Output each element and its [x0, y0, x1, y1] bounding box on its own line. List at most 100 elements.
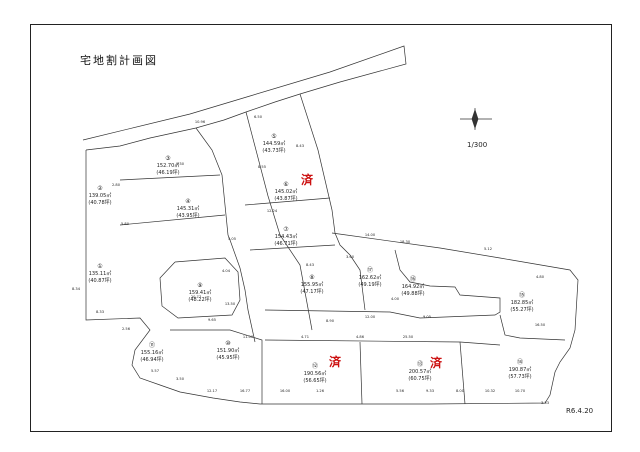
lot-no: ⑫	[312, 362, 318, 370]
dimension-label: 4.80	[536, 275, 545, 279]
lot-area-tsubo: (49.88坪)	[401, 290, 424, 297]
lot-no: ③	[165, 155, 170, 162]
lot-area-tsubo: (60.75坪)	[408, 375, 431, 382]
dimension-label: 6.50	[254, 115, 263, 119]
lot-area-m2: 139.05㎡	[89, 192, 112, 199]
lot-split-2	[119, 214, 226, 226]
lot-split-3	[244, 197, 331, 206]
lot-area-m2: 135.11㎡	[89, 270, 112, 277]
lot-area-tsubo: (46.94坪)	[140, 356, 163, 363]
compass	[460, 108, 492, 130]
dimension-label: 4.04	[222, 269, 231, 273]
dimension-label: 5.80	[121, 222, 130, 226]
dimension-label: 25.50	[403, 335, 414, 339]
lot-area-m2: 144.59㎡	[263, 140, 286, 147]
dimension-label: 5.57	[151, 369, 159, 373]
lot-area-tsubo: (46.71坪)	[274, 240, 297, 247]
dimension-label: 4.00	[391, 297, 400, 301]
lot-split-8	[459, 341, 466, 405]
inner-lot-line-b	[245, 111, 313, 331]
lot-area-tsubo: (45.95坪)	[216, 354, 239, 361]
dimension-label: 10.96	[195, 120, 206, 124]
compass-needle	[471, 108, 479, 130]
dimension-label: 9.65	[208, 318, 216, 322]
lot-no: ⑮	[519, 291, 525, 299]
sold-mark: 済	[430, 355, 443, 370]
lot-area-m2: 164.92㎡	[402, 283, 425, 290]
lot-area-m2: 190.56㎡	[304, 370, 327, 377]
dimension-label: 10.32	[485, 389, 495, 393]
lot-area-m2: 155.95㎡	[301, 281, 324, 288]
lot-split-9	[499, 314, 566, 341]
inner-lot-line-a	[195, 127, 256, 343]
lot-no: ⑭	[517, 358, 523, 366]
lot-split-1	[119, 174, 221, 181]
lot-no: ⑦	[283, 226, 289, 233]
dimension-label: 8.33	[96, 310, 104, 314]
lot-area-tsubo: (57.73坪)	[508, 373, 531, 380]
lot-area-m2: 182.85㎡	[511, 299, 534, 306]
scale-label: 1/300	[467, 141, 488, 149]
lot-area-tsubo: (40.78坪)	[88, 199, 111, 206]
drawing-frame	[30, 24, 612, 432]
dimension-label: 4.71	[301, 335, 309, 339]
dimension-label: 8.34	[72, 287, 81, 291]
dimension-label: 13.50	[225, 302, 236, 306]
dimension-label: 16.50	[535, 323, 546, 327]
lot-area-tsubo: (47.17坪)	[300, 288, 323, 295]
lot-area-tsubo: (46.19坪)	[156, 169, 179, 176]
dimension-label: 16.77	[240, 389, 250, 393]
lot-area-m2: 145.02㎡	[275, 188, 298, 195]
dimension-label: 5.12	[484, 247, 492, 251]
lot-split-10	[170, 329, 263, 404]
lot-area-m2: 145.31㎡	[177, 205, 200, 212]
lot-no: ⑧	[309, 274, 314, 281]
dimension-label: 2.80	[112, 183, 121, 187]
dimension-label: 8.55	[258, 165, 266, 169]
dimension-label: 18.30	[400, 240, 411, 244]
lot-labels: ①135.11㎡(40.87坪)②139.05㎡(40.78坪)③152.70㎡…	[88, 133, 533, 384]
lot-no: ⑰	[367, 266, 373, 274]
dimension-label: 2.56	[122, 327, 131, 331]
dimension-label: 12.17	[207, 389, 217, 393]
south-east-boundary	[260, 232, 579, 405]
lot-area-tsubo: (43.73坪)	[262, 147, 285, 154]
dimension-label: 8.43	[306, 263, 314, 267]
lot-9-outline	[159, 257, 241, 319]
dimension-label: 14.00	[365, 233, 376, 237]
lot-split-6	[264, 339, 501, 346]
date-label: R6.4.20	[566, 407, 594, 415]
lot-no: ⑤	[271, 133, 276, 140]
lot-no: ⑪	[149, 341, 155, 349]
dimension-label: 20.77	[191, 295, 201, 299]
dimension-label: 10.70	[515, 389, 526, 393]
lot-area-m2: 151.90㎡	[217, 347, 240, 354]
lot-split-4	[249, 244, 336, 251]
dimension-label: 1.26	[316, 389, 325, 393]
lot-area-tsubo: (55.27坪)	[510, 306, 533, 313]
dimension-label: 11.00	[243, 335, 254, 339]
dimension-label: 8.90	[326, 319, 335, 323]
sold-marks: 済済済	[301, 172, 443, 370]
lot-no: ④	[185, 198, 190, 205]
lot-area-tsubo: (56.65坪)	[303, 377, 326, 384]
lot-no: ⑨	[197, 282, 202, 289]
lot-area-m2: 162.62㎡	[359, 274, 382, 281]
dimension-label: 12.00	[365, 315, 376, 319]
dimension-label: 5.05	[228, 237, 236, 241]
dimension-label: 3.60	[346, 255, 355, 259]
dimension-label: 9.30	[176, 162, 185, 166]
north-road-edge	[82, 45, 407, 151]
